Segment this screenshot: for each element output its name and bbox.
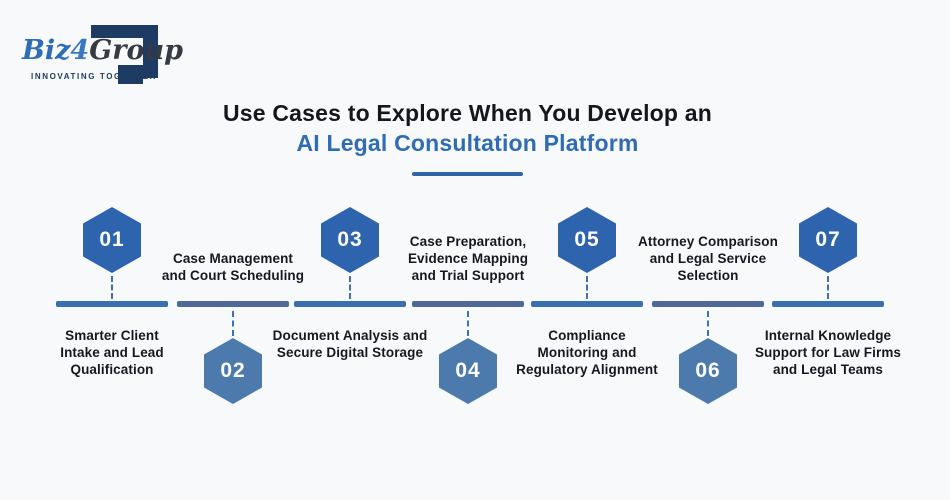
- timeline-item-04: Case Preparation, Evidence Mapping and T…: [376, 0, 560, 500]
- logo-wordmark: Biz4Group: [22, 36, 183, 66]
- timeline-item-01: 01 Smarter Client Intake and Lead Qualif…: [20, 0, 204, 500]
- step-number-02: 02: [220, 359, 246, 382]
- connector-05: [586, 276, 588, 299]
- step-number-07: 07: [815, 228, 841, 251]
- bar-segment-1: [56, 301, 168, 307]
- step-number-04: 04: [455, 359, 481, 382]
- timeline-item-03: 03 Document Analysis and Secure Digital …: [258, 0, 442, 500]
- title-line-1: Use Cases to Explore When You Develop an: [222, 100, 712, 126]
- hexagon-07: 07: [799, 207, 857, 273]
- step-label-07: Internal Knowledge Support for Law Firms…: [754, 328, 902, 377]
- biz4group-logo: Biz4Group INNOVATING TOGETHER: [18, 10, 183, 90]
- step-label-04: Case Preparation, Evidence Mapping and T…: [407, 234, 529, 283]
- timeline-item-07: 07 Internal Knowledge Support for Law Fi…: [736, 0, 920, 500]
- step-label-03: Document Analysis and Secure Digital Sto…: [272, 328, 428, 360]
- connector-06: [707, 311, 709, 336]
- title-line-2: AI Legal Consultation Platform: [296, 130, 639, 156]
- timeline-item-06: Attorney Comparison and Legal Service Se…: [616, 0, 800, 500]
- timeline-item-02: Case Management and Court Scheduling 02: [141, 0, 325, 500]
- logo-biz: Biz: [22, 35, 71, 66]
- logo-4: 4: [70, 35, 90, 66]
- step-number-01: 01: [99, 228, 125, 251]
- hexagon-04: 04: [439, 338, 497, 404]
- hexagon-02: 02: [204, 338, 262, 404]
- timeline-item-05: 05 Compliance Monitoring and Regulatory …: [495, 0, 679, 500]
- bar-segment-2: [177, 301, 289, 307]
- step-number-05: 05: [574, 228, 600, 251]
- logo-tagline: INNOVATING TOGETHER: [31, 72, 157, 81]
- hexagon-06: 06: [679, 338, 737, 404]
- step-label-05: Compliance Monitoring and Regulatory Ali…: [516, 328, 658, 377]
- bar-segment-5: [531, 301, 643, 307]
- page-title: Use Cases to Explore When You Develop an…: [0, 99, 935, 176]
- step-label-06: Attorney Comparison and Legal Service Se…: [638, 234, 778, 283]
- connector-01: [111, 276, 113, 299]
- bar-segment-3: [294, 301, 406, 307]
- step-number-06: 06: [695, 359, 721, 382]
- logo-group: Group: [89, 35, 184, 66]
- hexagon-01: 01: [83, 207, 141, 273]
- connector-04: [467, 311, 469, 336]
- bar-segment-6: [652, 301, 764, 307]
- hexagon-05: 05: [558, 207, 616, 273]
- hexagon-03: 03: [321, 207, 379, 273]
- title-underline: [412, 172, 523, 176]
- bar-segment-4: [412, 301, 524, 307]
- step-number-03: 03: [337, 228, 363, 251]
- step-label-01: Smarter Client Intake and Lead Qualifica…: [60, 328, 164, 377]
- step-label-02: Case Management and Court Scheduling: [161, 251, 305, 283]
- connector-02: [232, 311, 234, 336]
- connector-03: [349, 276, 351, 299]
- connector-07: [827, 276, 829, 299]
- bar-segment-7: [772, 301, 884, 307]
- logo-bracket-icon: [91, 25, 158, 84]
